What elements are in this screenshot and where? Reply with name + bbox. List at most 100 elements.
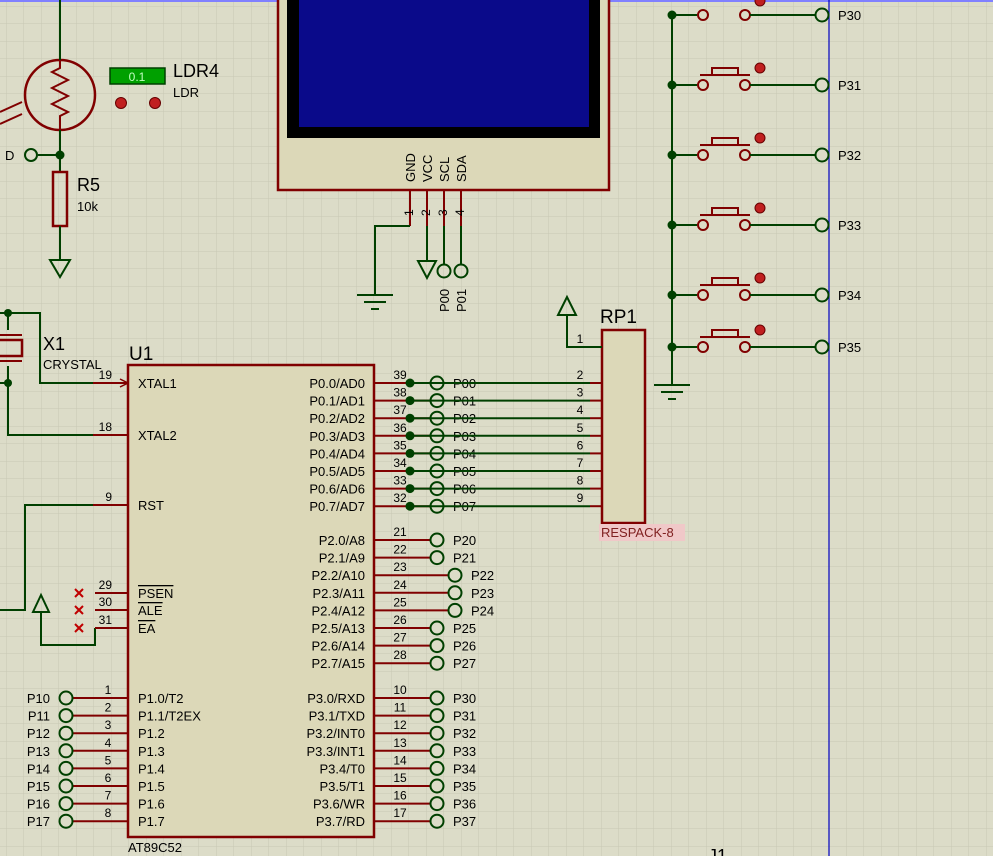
terminal-P37[interactable] (429, 813, 445, 829)
terminal-btn-P33[interactable] (814, 217, 830, 233)
r5-resistor[interactable]: R5 10k (51, 170, 100, 260)
u1-pin-25-number: 25 (393, 595, 407, 609)
u1-pin-27-number: 27 (393, 631, 407, 645)
terminal-btn-P32[interactable] (814, 147, 830, 163)
u1-pin-34-number: 34 (393, 456, 407, 470)
terminal-P27[interactable] (429, 655, 445, 671)
terminal-P14[interactable] (58, 760, 74, 776)
button-toggle-P30[interactable] (754, 0, 766, 7)
ldr-component[interactable]: LDR4 LDR 0.1 (0, 0, 219, 132)
terminal-btn-P30[interactable] (814, 7, 830, 23)
u1-pin-25-name: P2.4/A12 (312, 603, 366, 618)
lcd-vcc-arrow (416, 260, 438, 281)
terminal-P33[interactable] (429, 743, 445, 759)
button-toggle-P33[interactable] (754, 202, 766, 214)
terminal-P25[interactable] (429, 620, 445, 636)
rp1-pin-7-number: 7 (577, 456, 584, 470)
terminal-P11[interactable] (58, 708, 74, 724)
pushbutton-P33[interactable]: P33 (667, 202, 862, 233)
button-toggle-P35[interactable] (754, 324, 766, 336)
u1-pin-9-number: 9 (105, 490, 112, 504)
terminal-lcd-P01[interactable] (453, 263, 469, 279)
terminal-P21[interactable] (429, 550, 445, 566)
u1-pin-30-number: 30 (99, 595, 113, 609)
terminal-P20[interactable] (429, 532, 445, 548)
u1-part: AT89C52 (128, 840, 182, 855)
terminal-btn-P32-label: P32 (838, 148, 861, 163)
terminal-P36-label: P36 (453, 797, 476, 812)
xtal1-clock-marker (119, 378, 129, 388)
ldr-light-arrows (0, 101, 23, 125)
u1-pin-17-number: 17 (393, 806, 407, 820)
u1-microcontroller[interactable]: U1 AT89C52 19XTAL118XTAL29RST29PSEN30ALE… (27, 344, 494, 855)
pushbutton-P32[interactable]: P32 (667, 132, 862, 163)
terminal-P10[interactable] (58, 690, 74, 706)
button-toggle-P34[interactable] (754, 272, 766, 284)
p0-bus-junction-6 (405, 466, 415, 476)
terminal-P13[interactable] (58, 743, 74, 759)
terminal-lcd-P00[interactable] (436, 263, 452, 279)
u1-pin-13-number: 13 (393, 736, 407, 750)
ldr-control-buttons[interactable] (115, 97, 161, 109)
terminal-P16[interactable] (58, 796, 74, 812)
ldr-increase-button[interactable] (149, 97, 161, 109)
terminal-P17[interactable] (58, 813, 74, 829)
buttons-gnd-symbol (654, 384, 690, 400)
terminal-P22[interactable] (447, 567, 463, 583)
terminal-P23[interactable] (447, 585, 463, 601)
u1-pin-7-name: P1.6 (138, 797, 165, 812)
u1-pin-35-name: P0.4/AD4 (309, 446, 365, 461)
terminal-P12[interactable] (58, 725, 74, 741)
terminal-P21-label: P21 (453, 551, 476, 566)
terminal-P15-label: P15 (27, 779, 50, 794)
ldr-decrease-button[interactable] (115, 97, 127, 109)
terminal-P35[interactable] (429, 778, 445, 794)
button-toggle-P32[interactable] (754, 132, 766, 144)
u1-pin-33-name: P0.6/AD6 (309, 482, 365, 497)
terminal-P26[interactable] (429, 638, 445, 654)
terminal-P23-label: P23 (471, 586, 494, 601)
terminal-P31[interactable] (429, 708, 445, 724)
terminal-P10-label: P10 (27, 691, 50, 706)
u1-pin-32-name: P0.7/AD7 (309, 499, 365, 514)
terminal-P34[interactable] (429, 760, 445, 776)
terminal-btn-P35[interactable] (814, 339, 830, 355)
terminal-P11-label: P11 (28, 709, 50, 724)
terminal-P30[interactable] (429, 690, 445, 706)
terminal-P36[interactable] (429, 796, 445, 812)
terminal-btn-P34[interactable] (814, 287, 830, 303)
terminal-btn-P31[interactable] (814, 77, 830, 93)
pushbutton-P35[interactable]: P35 (667, 324, 862, 355)
u1-pin-11-name: P3.1/TXD (309, 709, 365, 724)
pushbutton-P31[interactable]: P31 (667, 62, 862, 93)
u1-pin-23-name: P2.2/A10 (312, 568, 366, 583)
crystal-x1[interactable]: X1 CRYSTAL (0, 334, 102, 372)
crystal-wires (0, 312, 110, 436)
u1-pin-30-name: ALE (138, 603, 163, 618)
u1-pin-1-name: P1.0/T2 (138, 691, 184, 706)
u1-pin-39-number: 39 (393, 368, 407, 382)
terminal-P15[interactable] (58, 778, 74, 794)
pushbutton-P34[interactable]: P34 (667, 272, 862, 303)
u1-pin-31-number: 31 (99, 613, 113, 627)
button-toggle-P31[interactable] (754, 62, 766, 74)
u1-pin-6-number: 6 (105, 771, 112, 785)
u1-pin-12-number: 12 (393, 718, 407, 732)
terminal-P27-label: P27 (453, 656, 476, 671)
pushbutton-P30[interactable]: P30 (667, 0, 862, 23)
u1-pin-14-number: 14 (393, 753, 407, 767)
terminal-P35-label: P35 (453, 779, 476, 794)
u1-pin-5-number: 5 (105, 753, 112, 767)
rp1-body (600, 328, 647, 525)
lcd-pin-gnd-name: GND (403, 153, 418, 182)
terminal-P32[interactable] (429, 725, 445, 741)
ldr-probe-display[interactable]: 0.1 (109, 67, 166, 85)
u1-pin-33-number: 33 (393, 474, 407, 488)
terminal-P24[interactable] (447, 602, 463, 618)
p0-bus-junction-4 (405, 431, 415, 441)
